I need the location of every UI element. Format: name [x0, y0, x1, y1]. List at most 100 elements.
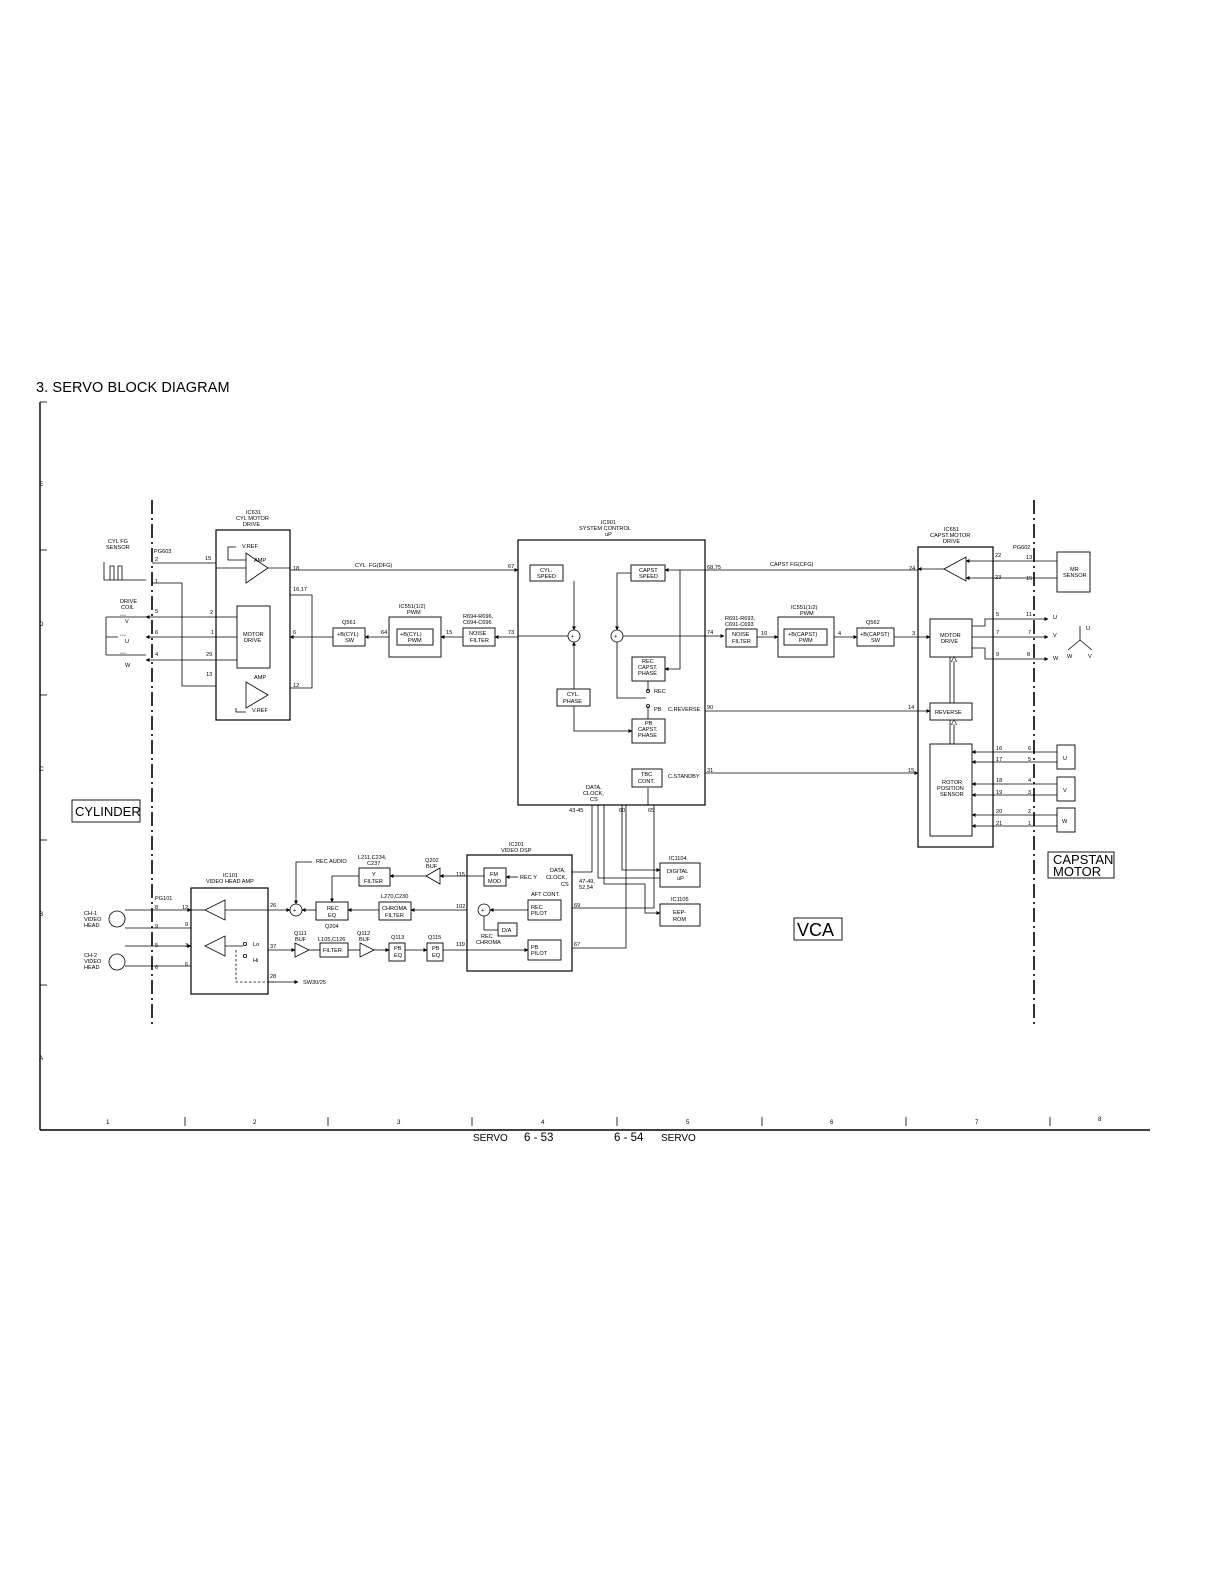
svg-text:SW: SW [345, 638, 355, 644]
svg-text:D/A: D/A [502, 928, 512, 934]
svg-text:1: 1 [211, 630, 214, 636]
col-label: 3 [397, 1119, 401, 1126]
svg-text:18: 18 [996, 778, 1002, 784]
svg-text:L105,C126: L105,C126 [318, 937, 345, 943]
svg-text:V: V [1088, 654, 1092, 660]
svg-text:PWM: PWM [799, 638, 813, 644]
svg-text:MOD: MOD [488, 879, 501, 885]
svg-text:CHROMA: CHROMA [476, 940, 501, 946]
svg-text:AMP: AMP [254, 558, 266, 564]
svg-text:V.REF: V.REF [242, 544, 259, 550]
svg-text:CAPST: CAPST [639, 568, 658, 574]
svg-text:SENSOR: SENSOR [106, 545, 130, 551]
svg-text:◦◦◦: ◦◦◦ [120, 633, 126, 639]
svg-text:14: 14 [908, 705, 914, 711]
ic901-system-control: IC901 SYSTEM CONTROL uP CYL. SPEED CAPST… [508, 520, 721, 814]
svg-text:7: 7 [996, 630, 999, 636]
row-labels: E D C B A [39, 481, 44, 1062]
svg-text:9: 9 [155, 924, 158, 930]
svg-text:NOISE: NOISE [469, 631, 487, 637]
svg-text:PB: PB [432, 946, 440, 952]
page-title: 3. SERVO BLOCK DIAGRAM [36, 380, 230, 396]
svg-text:CH-2: CH-2 [84, 953, 97, 959]
svg-text:15: 15 [205, 556, 211, 562]
svg-text:65: 65 [648, 808, 654, 814]
svg-text:W: W [125, 663, 131, 669]
col-label: 1 [106, 1119, 110, 1126]
svg-text:VIDEO: VIDEO [84, 959, 102, 965]
svg-text:MOTOR: MOTOR [1053, 864, 1101, 879]
svg-text:POSITION: POSITION [937, 786, 964, 792]
svg-text:11: 11 [1026, 612, 1032, 618]
svg-text:CYL FG: CYL FG [108, 539, 128, 545]
svg-text:AFT CONT.: AFT CONT. [531, 892, 560, 898]
cyl-fg-sensor: CYL FG SENSOR PG603 2 1 [103, 539, 171, 585]
svg-text:10: 10 [761, 631, 767, 637]
svg-text:6: 6 [293, 630, 296, 636]
svg-text:SENSOR: SENSOR [1063, 573, 1087, 579]
svg-text:uP: uP [605, 532, 612, 538]
svg-text:EEP-: EEP- [673, 910, 686, 916]
svg-text:+: + [614, 634, 617, 640]
svg-text:SPEED: SPEED [537, 574, 556, 580]
row-label: B [39, 911, 43, 918]
svg-text:CS: CS [590, 797, 598, 803]
svg-text:9: 9 [185, 922, 188, 928]
svg-text:PB: PB [531, 945, 539, 951]
footer-right-page: 6 - 54 [614, 1132, 644, 1144]
svg-text:PG603: PG603 [154, 549, 171, 555]
capstan-pwm-chain: R691-R693, C691-C693 NOISE FILTER 10 IC5… [725, 605, 915, 658]
svg-text:52,54: 52,54 [579, 885, 593, 891]
svg-text:EQ: EQ [328, 913, 337, 919]
svg-text:15: 15 [1026, 576, 1032, 582]
capstan-section-label: CAPSTAN MOTOR [1047, 851, 1115, 879]
svg-text:+B(CAPST): +B(CAPST) [860, 632, 890, 638]
svg-text:FILTER: FILTER [470, 638, 489, 644]
row-label: A [39, 1055, 44, 1062]
svg-text:TBC: TBC [641, 772, 652, 778]
svg-text:SW: SW [871, 638, 881, 644]
svg-text:COIL: COIL [121, 605, 134, 611]
svg-text:IC551(1/2): IC551(1/2) [399, 604, 426, 610]
svg-text:64: 64 [381, 630, 387, 636]
ic631-cyl-motor-drive: IC631 CYL MOTOR DRIVE V.REF AMP MOTOR DR… [205, 510, 307, 721]
svg-text:PILOT: PILOT [531, 911, 548, 917]
wiring: CYL. FG(DFG) CAPST FG(CFG) [125, 546, 1057, 984]
svg-text:9: 9 [996, 652, 999, 658]
svg-text:6: 6 [1028, 746, 1031, 752]
svg-text:16,17: 16,17 [293, 587, 307, 593]
svg-text:26: 26 [270, 903, 276, 909]
svg-text:CYL.: CYL. [567, 692, 580, 698]
svg-text:5: 5 [996, 612, 999, 618]
svg-text:3: 3 [912, 631, 915, 637]
svg-text:VCA: VCA [797, 920, 834, 940]
svg-text:DIGITAL: DIGITAL [667, 869, 688, 875]
svg-text:PHASE: PHASE [563, 699, 582, 705]
ic651-capst-motor-drive: IC651 CAPST.MOTOR DRIVE MOTOR DRIVE REVE… [908, 527, 1093, 848]
video-signal-chain: + REC AUDIO L211,C234, C237 Y FILTER Q20… [289, 855, 444, 986]
svg-text:L211,C234,: L211,C234, [358, 855, 387, 861]
svg-text:DRIVE: DRIVE [243, 522, 260, 528]
svg-text:CYL.: CYL. [540, 568, 553, 574]
svg-text:31: 31 [707, 768, 713, 774]
svg-text:4: 4 [1028, 778, 1031, 784]
svg-text:29: 29 [206, 652, 212, 658]
ic101-ref: IC101 [223, 873, 238, 879]
svg-text:Q112: Q112 [357, 931, 370, 937]
svg-text:VIDEO DSP: VIDEO DSP [501, 848, 532, 854]
svg-text:V: V [1053, 633, 1057, 639]
row-label: D [39, 621, 44, 628]
svg-text:+: + [293, 908, 296, 914]
svg-text:C691-C693: C691-C693 [725, 622, 754, 628]
svg-text:SENSOR: SENSOR [940, 792, 964, 798]
svg-text:4: 4 [838, 631, 841, 637]
svg-text:19: 19 [996, 790, 1002, 796]
svg-text:PB: PB [654, 707, 662, 713]
svg-text:REC: REC [481, 934, 493, 940]
svg-text:68,75: 68,75 [707, 565, 721, 571]
svg-text:FILTER: FILTER [364, 879, 383, 885]
svg-text:Q115: Q115 [428, 935, 441, 941]
svg-text:Q111: Q111 [294, 931, 307, 937]
svg-text:U: U [1086, 626, 1090, 632]
svg-text:REC: REC [327, 906, 339, 912]
